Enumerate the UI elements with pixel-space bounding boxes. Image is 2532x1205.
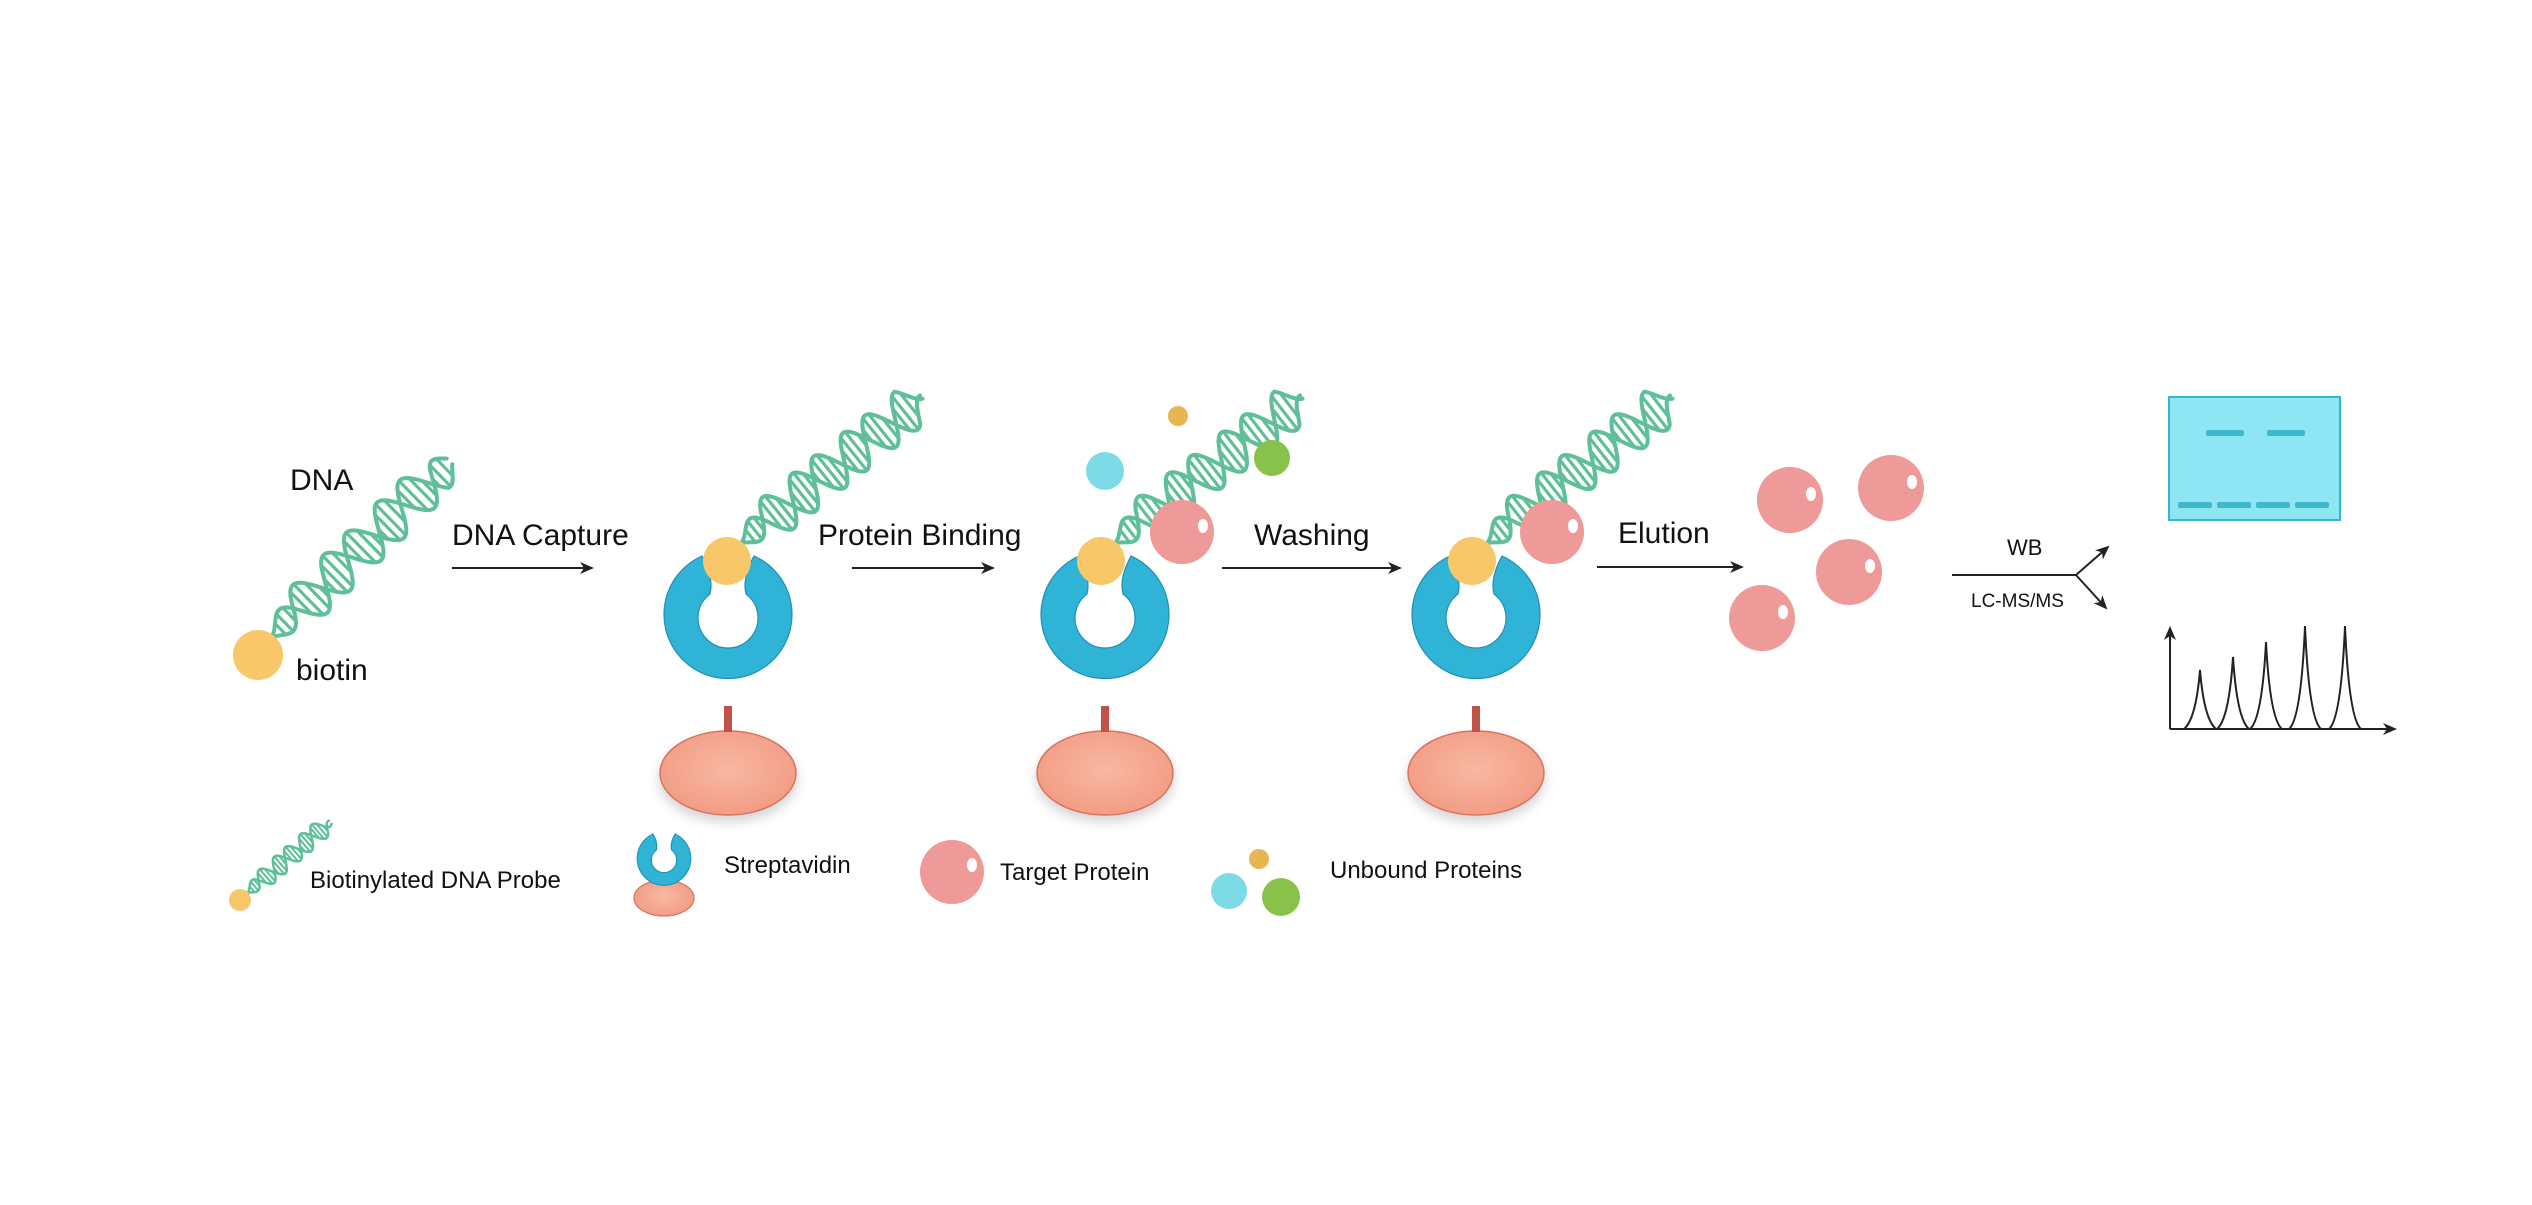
lcms-label: LC-MS/MS bbox=[1971, 591, 2064, 612]
gel-icon bbox=[2168, 396, 2341, 521]
target-protein-icon bbox=[920, 840, 984, 904]
eluted-protein bbox=[1816, 539, 1882, 605]
wb-label: WB bbox=[2007, 535, 2042, 560]
eluted-proteins bbox=[1729, 455, 1924, 651]
binding-complex bbox=[1036, 389, 1305, 816]
dna-capture-label: DNA Capture bbox=[452, 519, 629, 552]
washed-complex bbox=[1407, 389, 1675, 816]
unbound-protein-cyan bbox=[1086, 452, 1124, 490]
streptavidin-icon bbox=[633, 833, 695, 917]
capture-complex bbox=[659, 389, 925, 816]
legend-target-label: Target Protein bbox=[1000, 859, 1149, 886]
unbound-protein-green bbox=[1254, 440, 1290, 476]
eluted-protein bbox=[1858, 455, 1924, 521]
dna-helix-icon bbox=[266, 456, 455, 642]
dna-label: DNA bbox=[290, 464, 353, 497]
branch-up bbox=[2075, 545, 2110, 576]
biotin-label: biotin bbox=[296, 654, 368, 687]
legend-streptavidin-label: Streptavidin bbox=[724, 852, 851, 879]
legend-dna-probe-icon bbox=[244, 819, 333, 896]
branch-down bbox=[2075, 574, 2108, 610]
legend: Biotinylated DNA Probe Streptavidin Targ… bbox=[229, 819, 1522, 917]
spectrum-icon bbox=[2164, 625, 2397, 735]
washing-label: Washing bbox=[1254, 519, 1370, 552]
legend-probe-label: Biotinylated DNA Probe bbox=[310, 867, 561, 894]
eluted-protein bbox=[1729, 585, 1795, 651]
legend-unbound-label: Unbound Proteins bbox=[1330, 857, 1522, 884]
eluted-protein bbox=[1757, 467, 1823, 533]
unbound-protein-orange bbox=[1168, 406, 1188, 426]
unbound-proteins-icon bbox=[1211, 849, 1300, 916]
elution-label: Elution bbox=[1618, 517, 1710, 550]
biotin-free bbox=[233, 630, 283, 680]
protein-binding-label: Protein Binding bbox=[818, 519, 1021, 552]
legend-biotin bbox=[229, 889, 251, 911]
